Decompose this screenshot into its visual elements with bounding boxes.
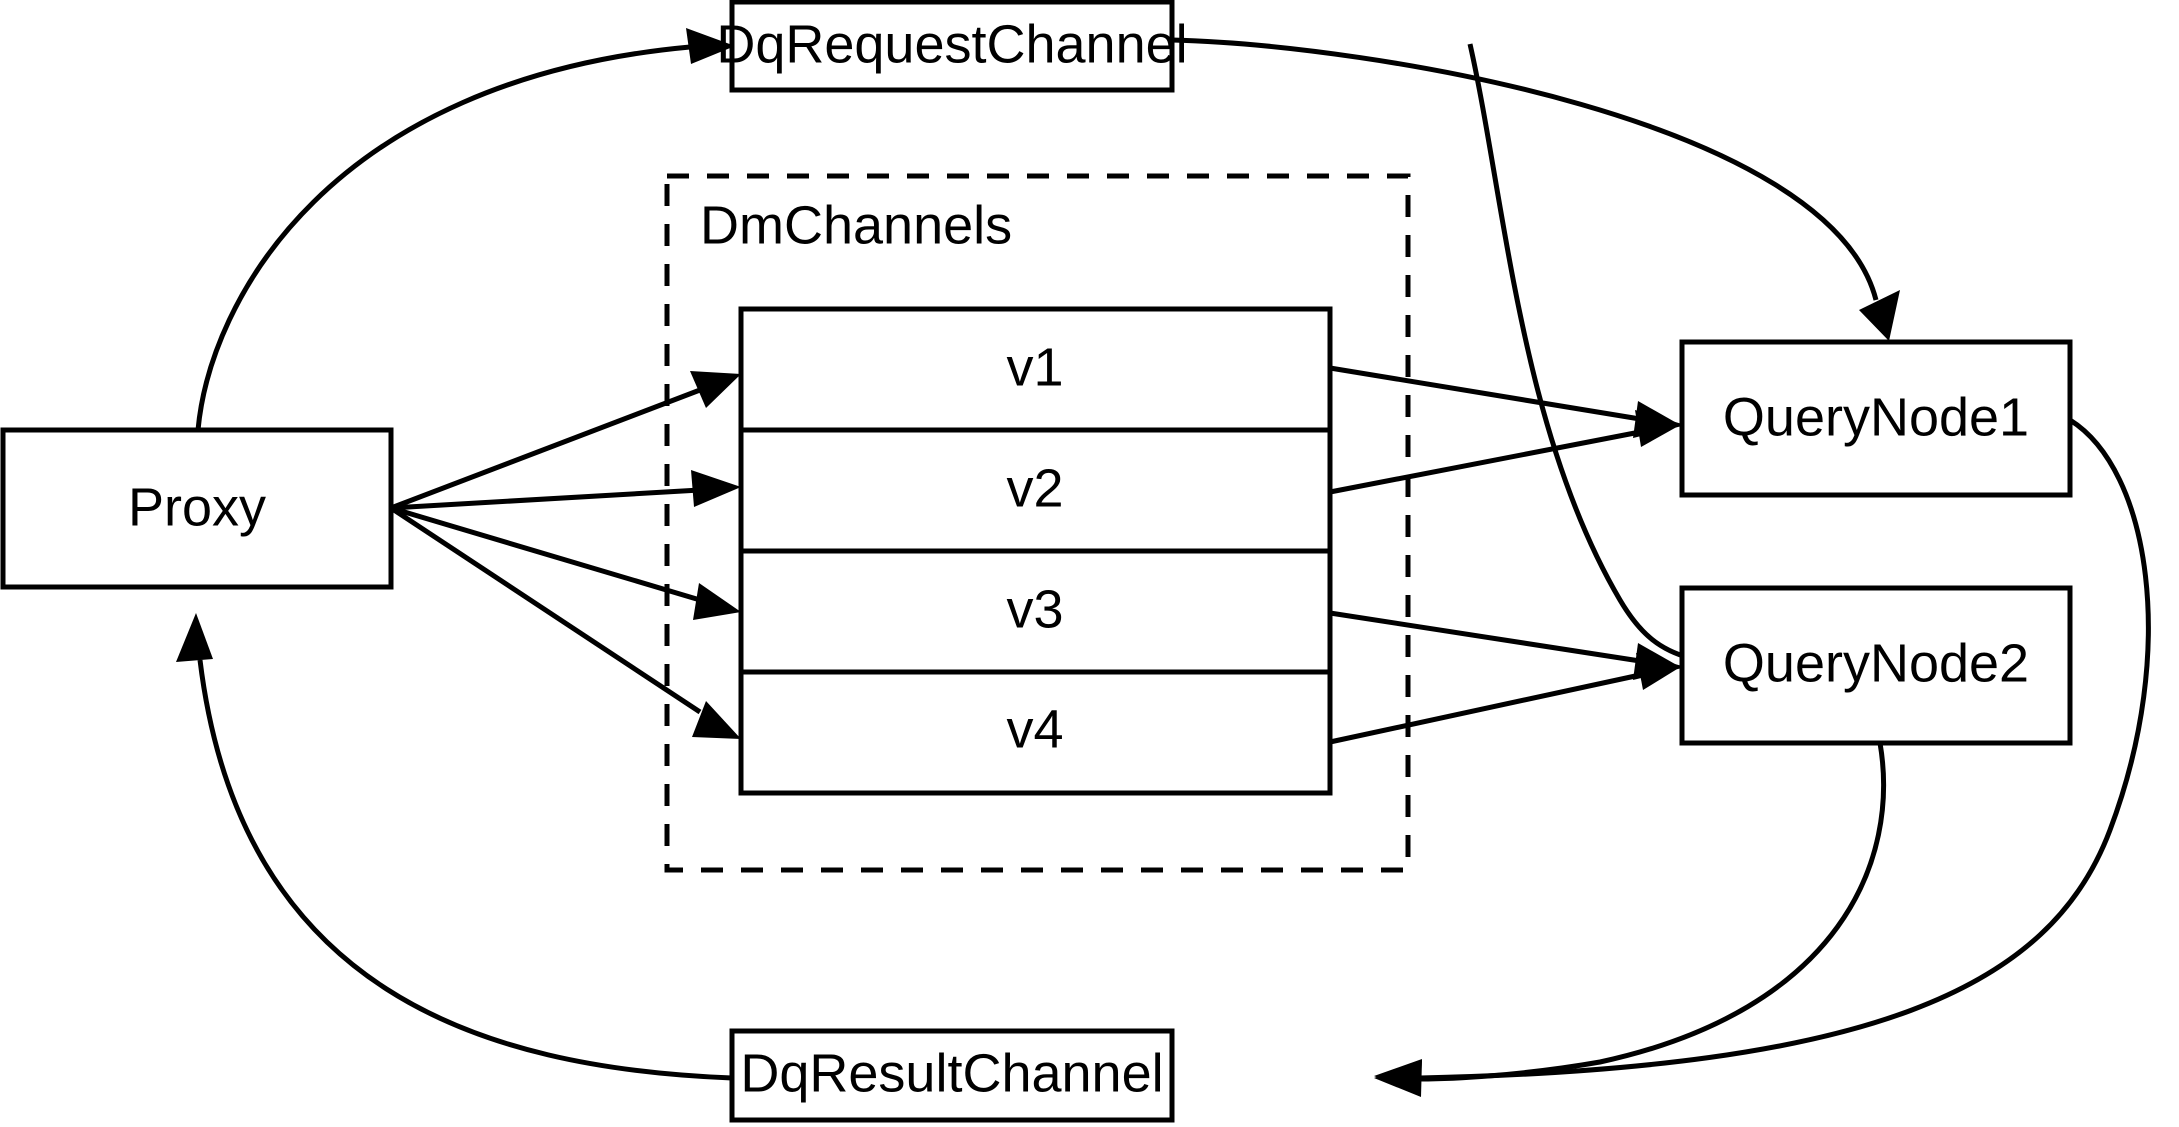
channel-row-v4[interactable]: v4 [1006, 699, 1063, 759]
arrow-head-icon [176, 613, 213, 662]
edge-path [389, 505, 702, 715]
arrow-head-icon [1374, 1059, 1422, 1096]
edge-path [390, 387, 701, 511]
edge-path [1419, 742, 1887, 1082]
edge-proxy-to-dqrequestchannel [195, 28, 735, 431]
dm-channels-group-border [664, 173, 1411, 873]
channel-table: v1 v2 v3 v4 [738, 306, 1333, 796]
node-query-node-1[interactable]: QueryNode1 [1679, 339, 2073, 498]
node-proxy-label: Proxy [128, 477, 266, 537]
edge-path [390, 505, 701, 603]
arrow-head-icon [1636, 653, 1682, 690]
node-query-node-2-box[interactable] [1679, 585, 2073, 746]
dm-channels-group-label: DmChannels [700, 195, 1012, 255]
node-dq-result-channel[interactable]: DqResultChannel [729, 1028, 1175, 1123]
arrow-head-icon [690, 371, 741, 408]
edge-path [390, 487, 701, 511]
arrow-head-icon [693, 583, 741, 620]
node-dq-request-channel[interactable]: DqRequestChannel [716, 0, 1188, 93]
edge-path [1171, 37, 1879, 301]
edge-path [1467, 43, 1691, 661]
edge-path [1419, 417, 2151, 1081]
edge-path [1329, 365, 1641, 422]
channel-row-v3[interactable]: v3 [1006, 579, 1063, 639]
edge-path [197, 659, 733, 1081]
edge-dqrequestchannel-to-querynode1 [1171, 37, 1900, 341]
dm-channels-group: DmChannels [664, 173, 1411, 873]
arrow-head-icon [1859, 290, 1900, 341]
arrow-head-icon [1635, 410, 1682, 447]
edge-proxy-to-v4 [389, 505, 741, 739]
node-dq-request-channel-label: DqRequestChannel [716, 14, 1187, 74]
edge-v4-to-querynode2 [1329, 653, 1682, 745]
edge-querynode2-to-dqresultchannel [1374, 742, 1887, 1096]
node-query-node-2-label: QueryNode2 [1723, 633, 2029, 693]
edge-path [1329, 610, 1641, 664]
arrow-head-icon [692, 701, 741, 739]
edge-path [1329, 672, 1641, 745]
edge-proxy-to-v3 [390, 505, 741, 620]
node-query-node-1-label: QueryNode1 [1723, 387, 2029, 447]
channel-row-v2[interactable]: v2 [1006, 458, 1063, 518]
edge-proxy-to-v2 [390, 470, 741, 511]
arrow-head-icon [686, 28, 735, 64]
arrow-head-icon [691, 470, 741, 507]
edge-path [195, 44, 691, 431]
edge-v3-to-querynode2 [1329, 610, 1682, 680]
edge-v2-to-querynode1 [1329, 410, 1682, 495]
node-proxy[interactable]: Proxy [0, 427, 394, 590]
node-proxy-box[interactable] [0, 427, 394, 590]
node-dq-result-channel-box[interactable] [729, 1028, 1175, 1123]
node-dq-request-channel-box[interactable] [729, 0, 1175, 93]
edge-v1-to-querynode1 [1329, 365, 1682, 438]
node-query-node-2[interactable]: QueryNode2 [1679, 585, 2073, 746]
edge-path [1329, 429, 1641, 495]
node-query-node-1-box[interactable] [1679, 339, 2073, 498]
edge-dqresultchannel-to-proxy [176, 613, 733, 1081]
channel-row-v1[interactable]: v1 [1006, 337, 1063, 397]
edge-proxy-to-v1 [390, 371, 741, 511]
node-dq-result-channel-label: DqResultChannel [740, 1043, 1163, 1103]
